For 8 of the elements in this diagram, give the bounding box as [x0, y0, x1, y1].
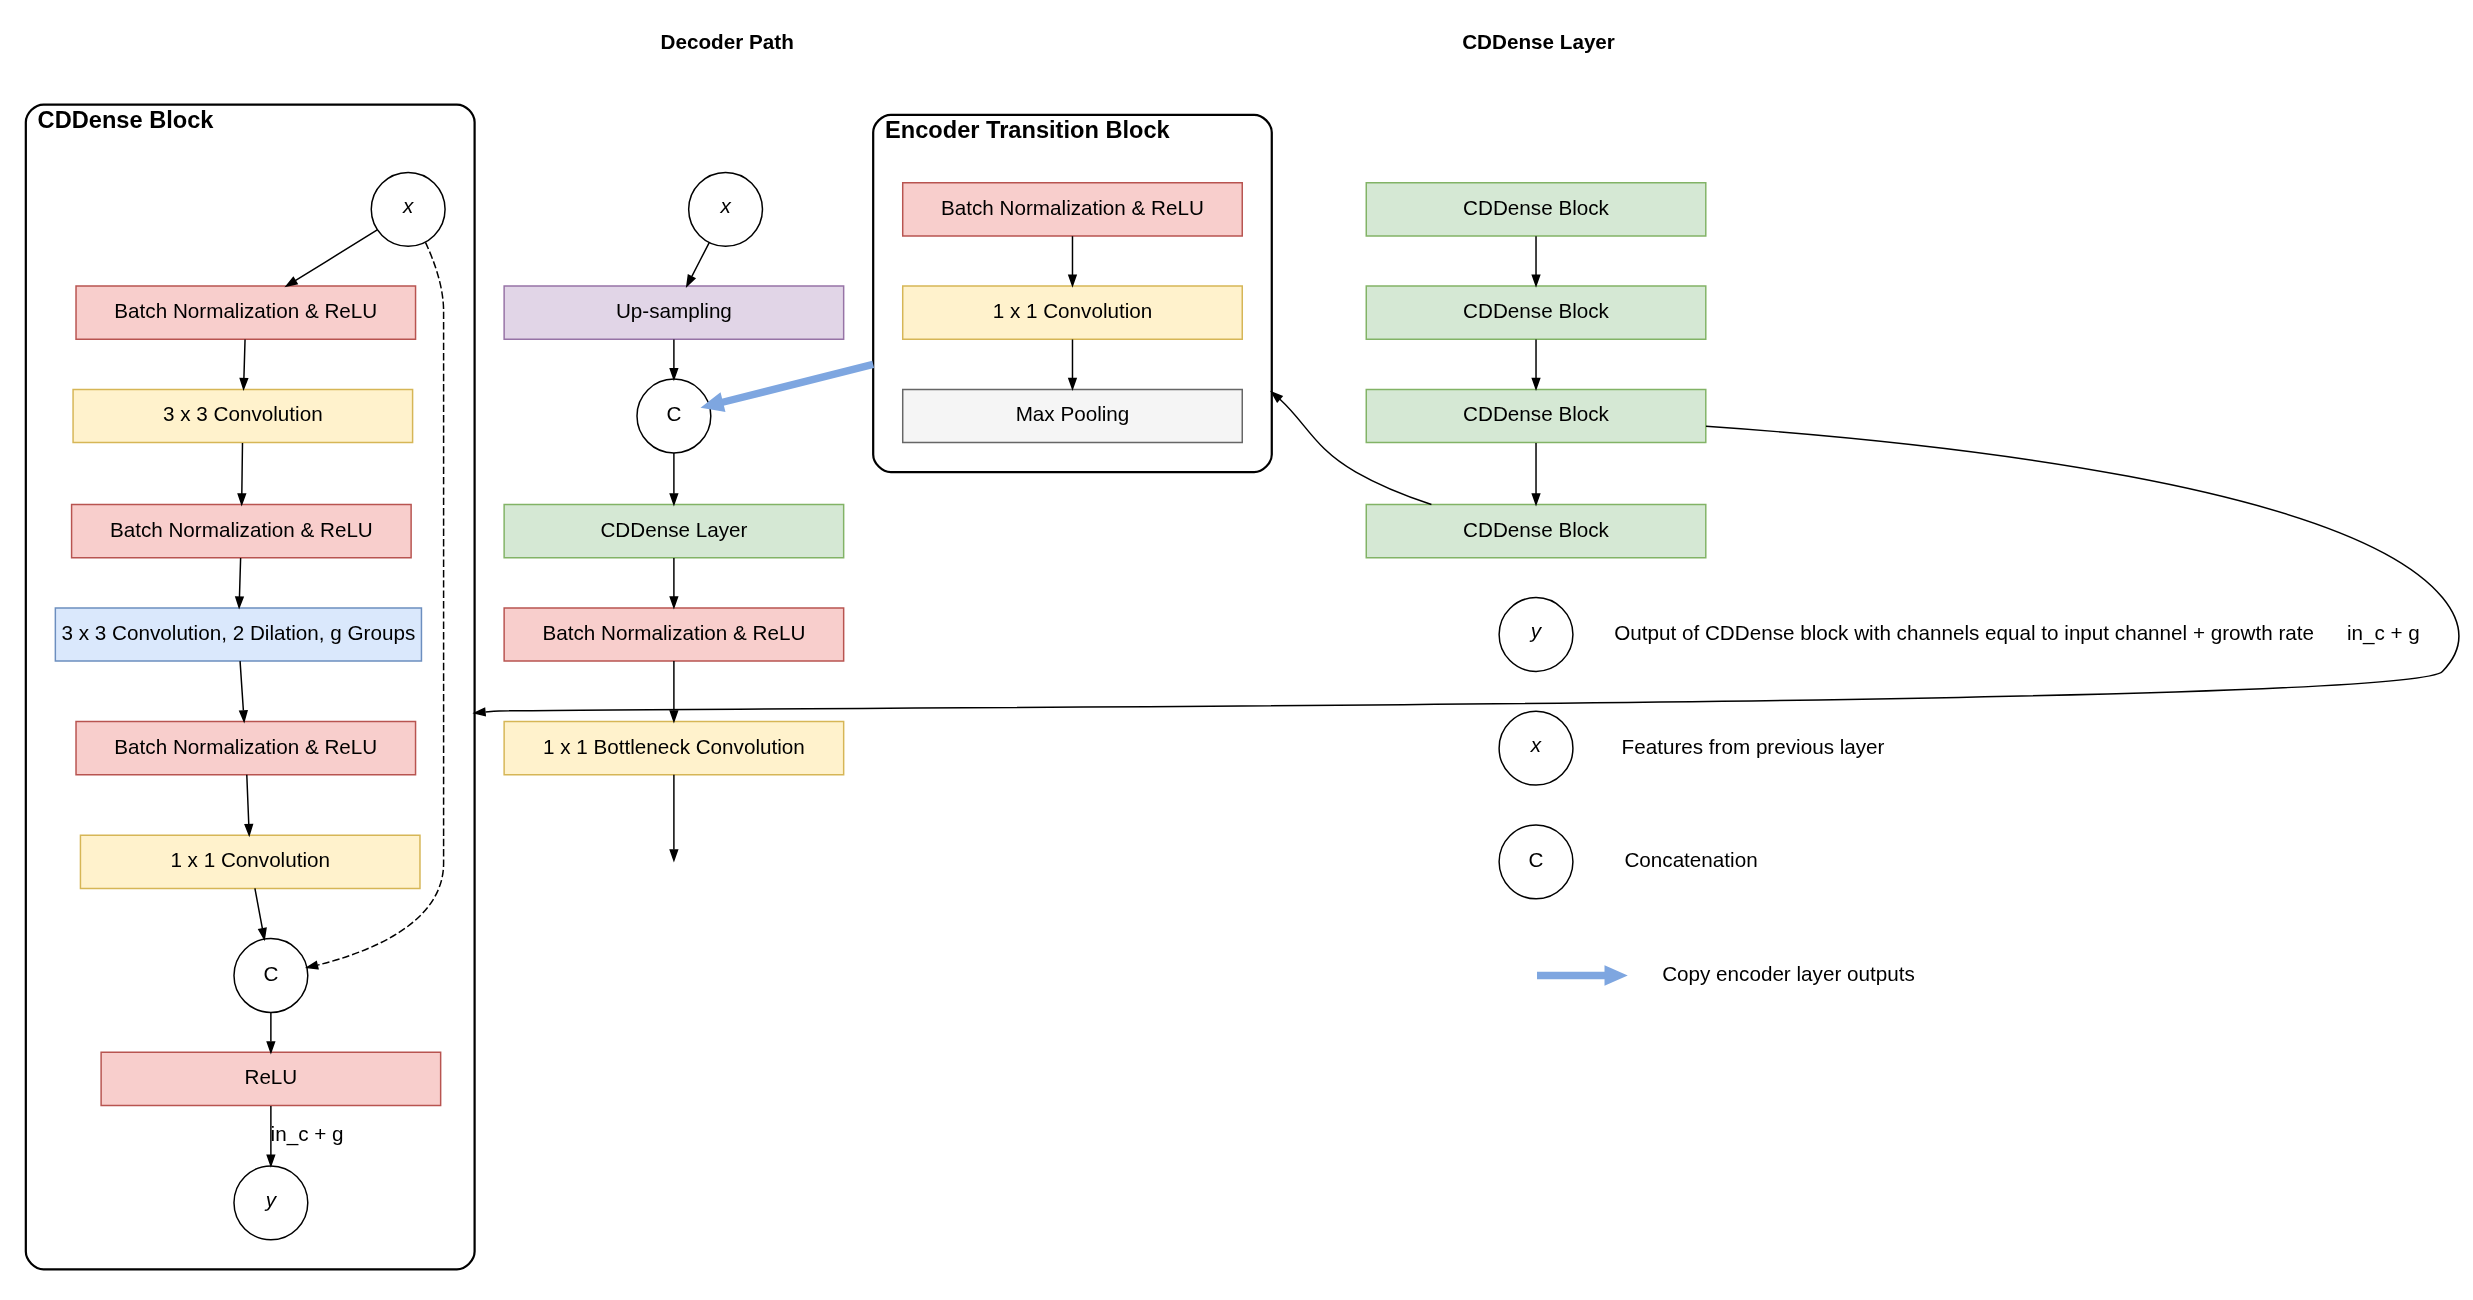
label: Decoder Path	[660, 30, 794, 54]
node-label: in_c + g	[2346, 620, 2420, 644]
legend-label: Copy encoder layer outputs	[1662, 961, 1915, 985]
label: CDDense Layer	[1462, 30, 1615, 54]
node-label: Output of CDDense block with channels equal to input channel + growth rate	[1614, 620, 2315, 644]
node-label: Concatenation	[1624, 848, 1758, 872]
node-label: Features from previous layer	[1621, 734, 1885, 758]
edge-label: in_c + g	[270, 1122, 344, 1146]
